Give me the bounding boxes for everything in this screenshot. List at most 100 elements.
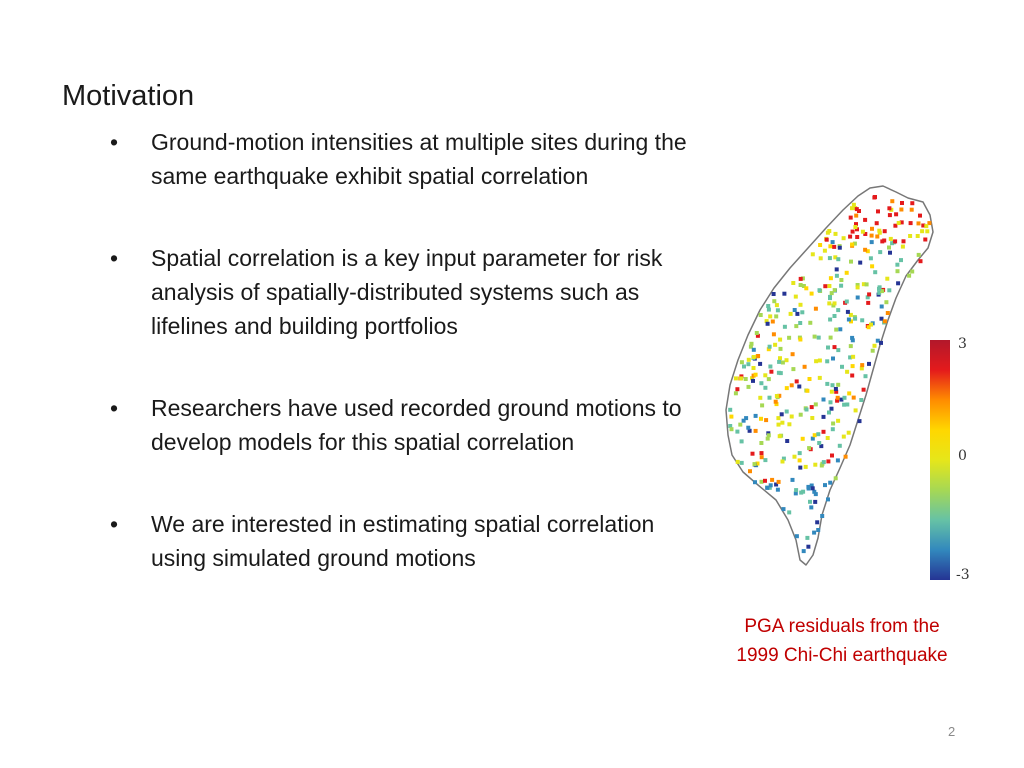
station-marker (763, 478, 767, 483)
station-marker (885, 311, 890, 315)
station-marker (874, 221, 879, 226)
station-marker (845, 369, 850, 374)
station-marker (784, 409, 789, 414)
station-marker (831, 303, 836, 308)
station-marker (759, 416, 763, 421)
station-marker (832, 345, 837, 350)
station-marker (832, 301, 837, 306)
station-marker (813, 402, 818, 407)
station-marker (810, 252, 815, 257)
station-marker (855, 295, 860, 300)
station-marker (819, 463, 824, 468)
station-marker (806, 544, 811, 549)
station-marker (851, 395, 856, 400)
station-marker (767, 485, 772, 490)
station-marker (860, 229, 865, 234)
station-marker (828, 317, 833, 322)
station-marker (770, 319, 775, 324)
station-marker (765, 436, 770, 441)
station-marker (807, 446, 812, 451)
page-number: 2 (948, 724, 956, 739)
station-marker (780, 360, 785, 365)
station-marker (813, 499, 818, 504)
station-marker (728, 424, 733, 428)
station-marker (870, 226, 874, 231)
station-marker (776, 370, 781, 375)
station-marker (839, 278, 844, 282)
station-marker (864, 282, 869, 287)
bullet-item: • Ground-motion intensities at multiple … (110, 125, 700, 193)
station-marker (896, 221, 901, 225)
station-marker (821, 460, 826, 465)
station-marker (870, 348, 875, 353)
station-marker (782, 324, 787, 329)
island-outline (725, 185, 934, 566)
station-marker (742, 364, 746, 369)
station-marker (824, 237, 829, 242)
station-marker (887, 213, 892, 218)
station-marker (780, 420, 785, 425)
station-marker (836, 348, 841, 353)
station-marker (800, 436, 805, 441)
station-marker (803, 464, 808, 469)
station-marker (844, 299, 849, 304)
station-marker (758, 313, 763, 317)
station-marker (853, 316, 858, 321)
station-marker (847, 391, 852, 396)
station-marker (741, 418, 746, 423)
station-marker (850, 373, 855, 378)
station-marker (800, 276, 805, 281)
station-marker (759, 479, 764, 484)
bullet-item: • We are interested in estimating spatia… (110, 507, 700, 575)
station-marker (884, 300, 889, 305)
station-marker (808, 499, 812, 504)
station-marker (867, 292, 872, 297)
station-marker (760, 403, 765, 408)
station-marker (792, 308, 797, 312)
station-marker (848, 234, 853, 239)
station-marker (860, 318, 865, 323)
station-marker (918, 213, 922, 218)
station-marker (888, 236, 893, 241)
station-marker (805, 535, 810, 540)
station-marker (832, 244, 837, 249)
station-marker (770, 477, 775, 482)
station-marker (746, 384, 751, 389)
station-marker (877, 228, 882, 233)
station-marker (841, 236, 846, 241)
station-marker (833, 476, 838, 481)
station-marker (804, 407, 809, 412)
station-marker (916, 221, 921, 226)
station-marker (819, 444, 824, 449)
station-marker (788, 311, 793, 316)
station-marker (848, 215, 853, 220)
station-marker (875, 234, 880, 239)
station-marker (769, 369, 774, 374)
station-marker (916, 252, 921, 257)
station-marker (826, 497, 830, 502)
station-marker (759, 441, 764, 445)
station-marker (813, 306, 818, 311)
station-marker (780, 459, 785, 464)
station-marker (869, 233, 874, 238)
station-marker (798, 276, 803, 281)
station-marker (804, 286, 809, 291)
station-marker (812, 489, 817, 494)
station-marker (765, 321, 770, 326)
station-marker (753, 480, 757, 485)
station-marker (754, 331, 759, 335)
station-marker (735, 387, 740, 392)
station-marker (908, 234, 913, 238)
station-marker (863, 247, 868, 252)
station-marker (794, 534, 799, 539)
station-marker (923, 237, 928, 242)
station-marker (777, 434, 782, 439)
station-marker (755, 333, 760, 338)
station-marker (830, 427, 835, 432)
station-marker (865, 295, 870, 300)
station-marker (833, 387, 838, 391)
station-marker (855, 283, 860, 287)
station-marker (869, 322, 873, 327)
station-marker (817, 288, 822, 293)
station-marker (753, 428, 758, 433)
